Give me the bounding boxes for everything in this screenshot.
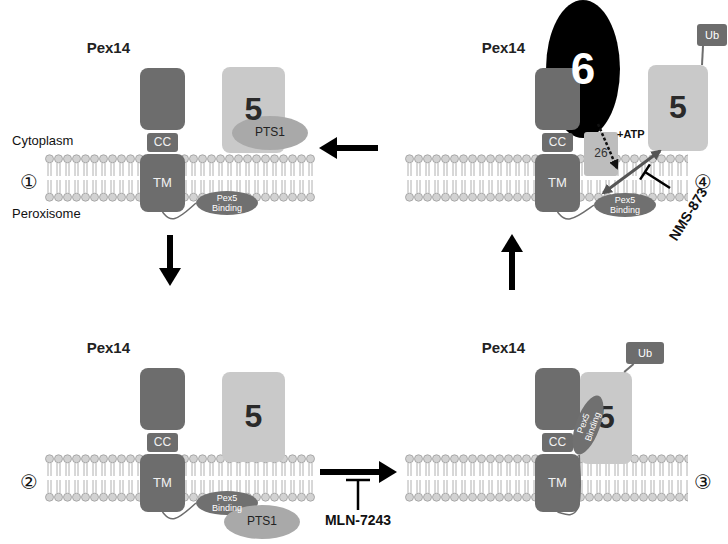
protein-name: Pex14 [482,40,525,57]
domain-label: Pex5 Binding [205,193,249,213]
pts1-cargo-shape [232,116,308,150]
cycle-arrowhead [319,137,337,159]
domain-label: Pex5 Binding [603,195,647,215]
protein-name: Pex14 [87,340,130,357]
domain-label: 5 [245,399,263,434]
transmembrane-box: TM [140,154,185,212]
transmembrane-box: TM [535,454,580,512]
panel-number: ① [20,170,38,194]
connector [702,46,703,65]
domain-label: 6 [571,45,595,93]
domain-label: CC [154,136,171,149]
pex14-domain: Pex14 [140,368,185,430]
coiled-coil-box: CC [147,433,178,452]
pex5-binding-domain: Pex5 Binding [196,191,258,215]
connector [624,364,633,372]
pex5-binding-domain: Pex5 Binding [594,193,656,217]
connector [558,455,581,515]
ubiquitin-tag: Ub [626,342,664,364]
cycle-arrow [167,235,173,270]
domain-label: TM [153,476,172,490]
connector [163,203,197,219]
pts1-cargo: PTS1 [232,116,308,150]
domain-label: CC [154,436,171,449]
region-label: Cytoplasm [12,133,73,148]
domain-label: 26 [594,147,607,160]
cycle-arrow [509,250,515,290]
pex14-domain: Pex14 [140,68,185,130]
inhibitor-bar [640,164,650,179]
cycle-arrowhead [159,268,181,286]
inhibitor-line [645,172,670,188]
ubiquitin-tag: Ub [697,24,727,46]
connector [558,205,595,219]
protein-name: Pex14 [87,40,130,57]
connector [603,151,660,193]
cycle-arrow [335,145,378,151]
coiled-coil-box: CC [542,433,573,452]
protein-name: Pex14 [482,340,525,357]
inhibitor-line [357,480,360,510]
coiled-coil-box: CC [542,133,573,152]
domain-label: Ub [705,29,719,41]
domain-label: Ub [638,347,652,359]
domain-label: TM [548,176,567,190]
pts1-cargo-shape [224,505,300,539]
domain-label: PTS1 [247,515,277,528]
domain-label: Pex5 Binding [205,493,249,513]
panel-number: ④ [694,170,712,194]
domain-label: 5 [245,92,263,127]
region-label: Peroxisome [12,206,81,221]
inhibitor-label: MLN-7243 [325,512,391,528]
domain-label: CC [549,136,566,149]
panel-number: ③ [694,470,712,494]
pex26-box: 26 [584,132,618,176]
cycle-arrow [320,469,381,475]
domain-label: PTS1 [255,126,285,139]
pex5-box: 5 [222,372,285,462]
pex5-binding-domain-shape [196,191,258,215]
pex5-box: 5 [648,65,708,151]
transmembrane-box: TM [140,454,185,512]
coiled-coil-box: CC [147,133,178,152]
domain-label: 5 [669,90,687,125]
domain-label: TM [548,476,567,490]
domain-label: TM [153,176,172,190]
inhibitor-bar [346,479,370,482]
atp-arrow [598,124,617,168]
cycle-arrowhead [501,234,523,252]
panel-number: ② [20,470,38,494]
cofactor-label: +ATP [617,128,645,140]
pex5-binding-domain-shape [594,193,656,217]
connector [163,503,197,519]
pex14-domain: Pex14 [535,368,580,430]
pex5-binding-domain: Pex5 Binding [196,491,258,515]
transmembrane-box: TM [535,154,580,212]
domain-label: CC [549,436,566,449]
cycle-arrowhead [379,461,397,483]
